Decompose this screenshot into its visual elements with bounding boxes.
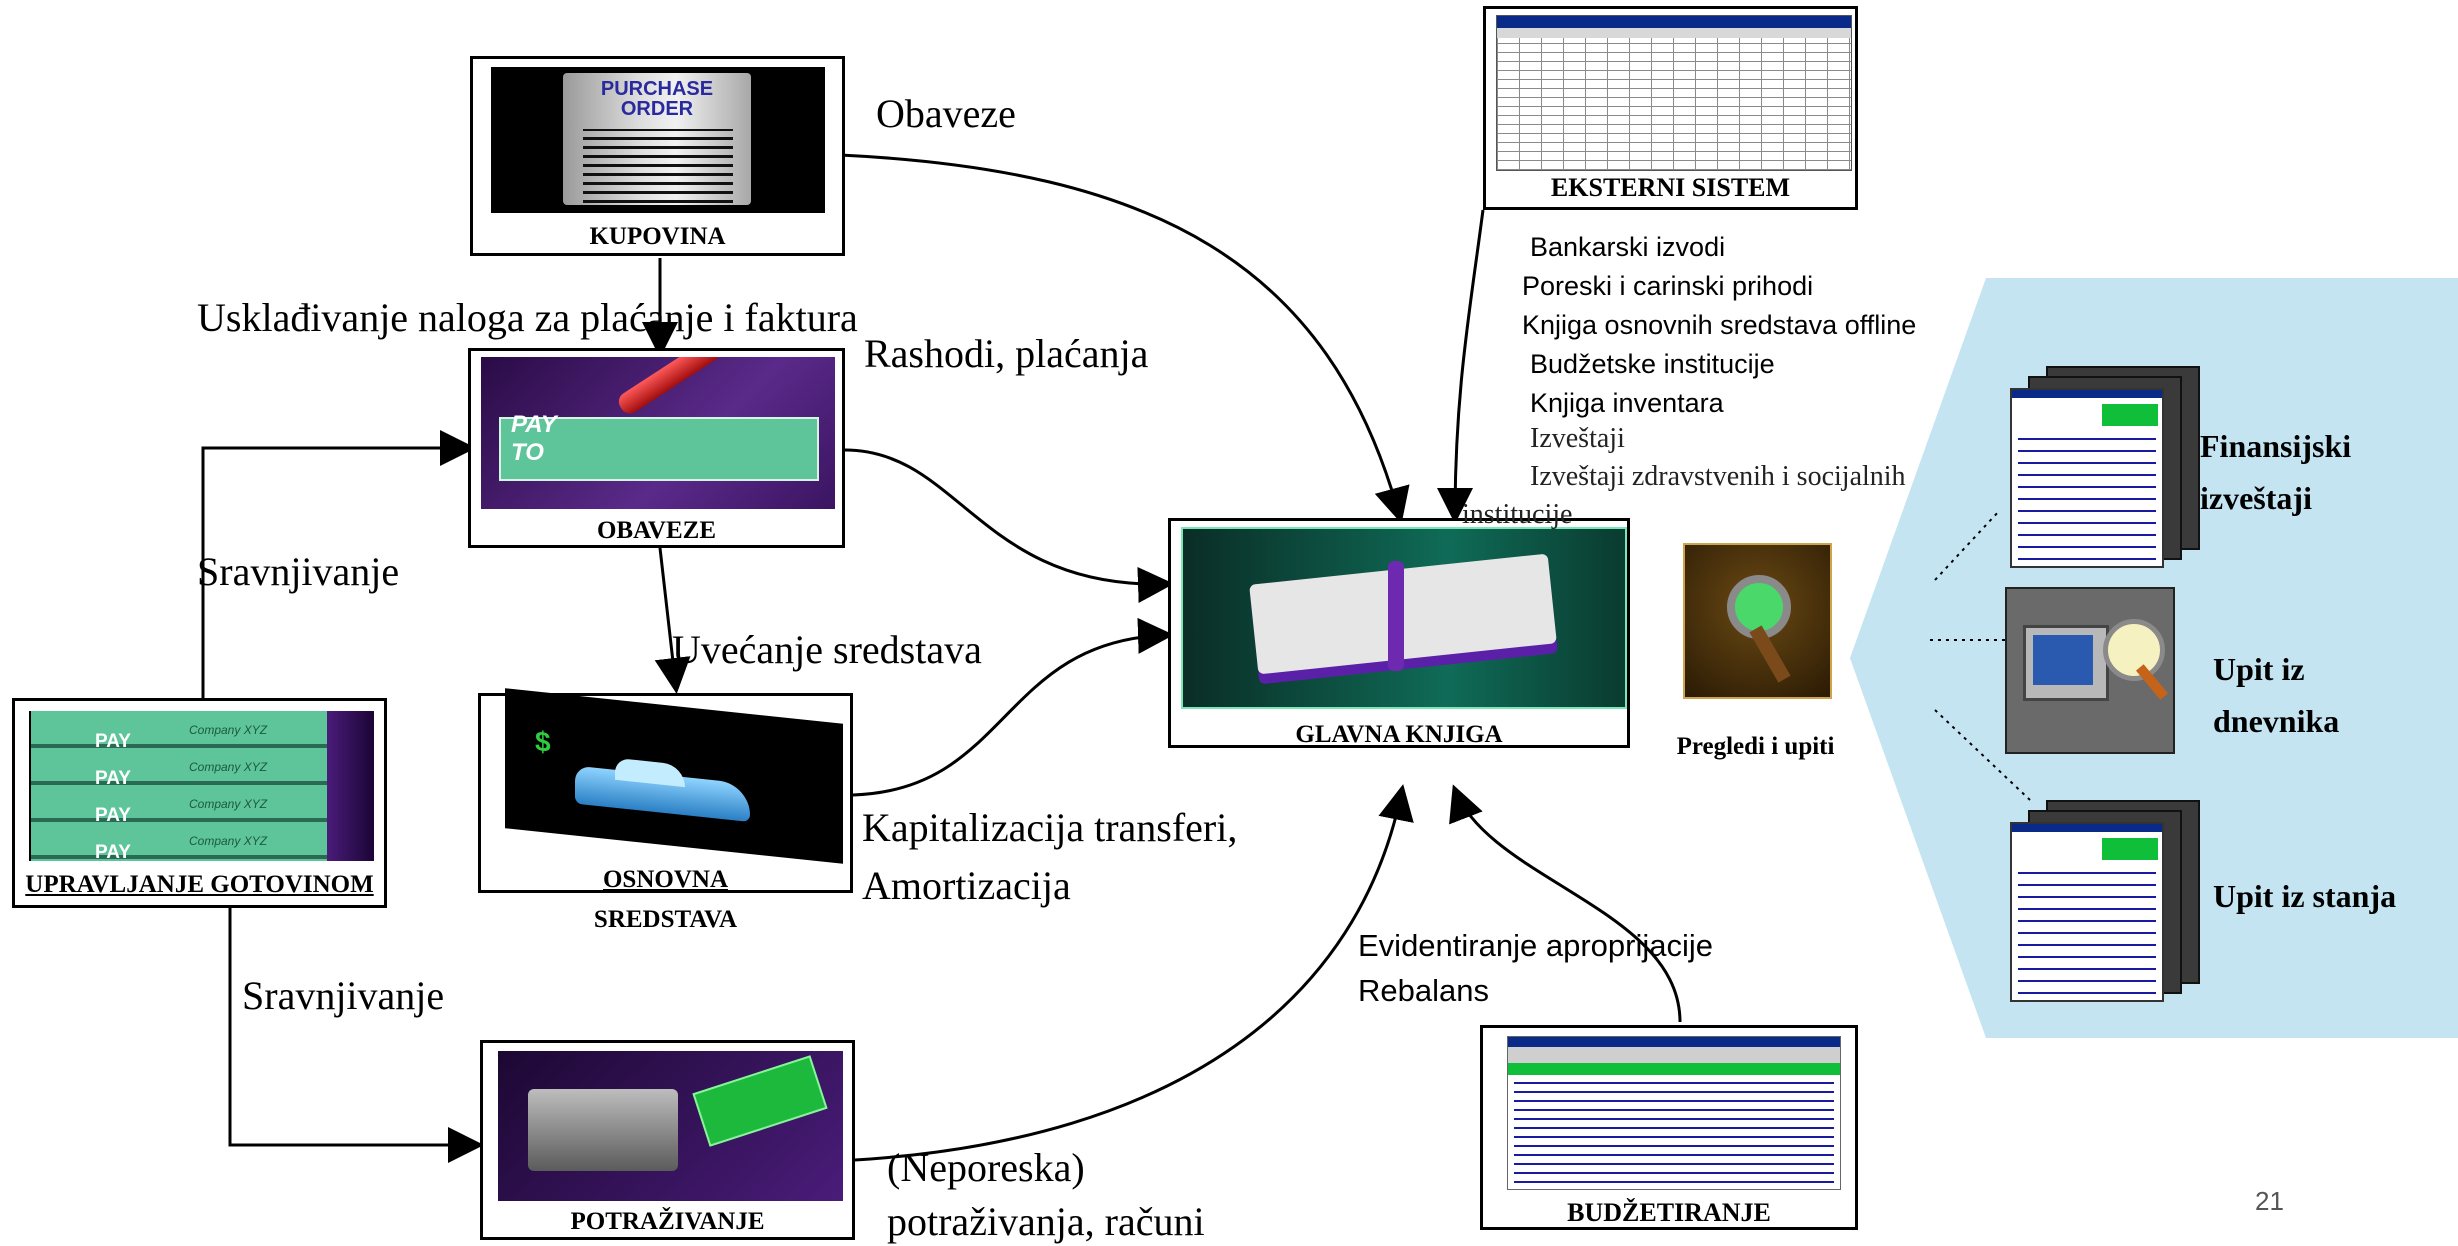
arrow-upravljanje-obaveze	[201, 430, 476, 698]
obaveze-box: PAY TO OBAVEZE	[468, 348, 845, 548]
arrow-kupovina-glavna	[839, 153, 1410, 524]
osnovna-caption-1: OSNOVNA	[602, 866, 728, 893]
label-sravnjivanje-1: Sravnjivanje	[197, 549, 400, 594]
external-item: Budžetske institucije	[1530, 349, 1775, 379]
obaveze-caption: OBAVEZE	[596, 517, 717, 544]
upravljanje-caption: UPRAVLJANJE GOTOVINOM	[25, 871, 374, 898]
label-evidentiranje: Evidentiranje aproprijacije	[1358, 928, 1713, 963]
label-finansijski: Finansijski izveštaji	[2200, 420, 2351, 524]
dotted-link-finansijski	[1934, 509, 2001, 581]
arrow-obaveze-glavna	[844, 448, 1174, 603]
pay-row-4: PAY	[95, 842, 131, 861]
company-row-2: Company XYZ	[189, 760, 268, 774]
external-item: Izveštaji zdravstvenih i socijalnih	[1530, 461, 1906, 492]
company-row-3: Company XYZ	[189, 797, 268, 811]
finansijski-line-1: Finansijski	[2200, 428, 2352, 464]
osnovna-box: $ OSNOVNA	[478, 688, 853, 893]
pen-icon	[615, 357, 787, 418]
kupovina-caption: KUPOVINA	[589, 223, 726, 250]
dotted-link-stanja	[1934, 709, 2031, 801]
arrow-obaveze-osnovna	[654, 547, 691, 694]
external-item: institucije	[1462, 499, 1573, 530]
spreadsheet-image	[1496, 15, 1852, 171]
label-rebalans: Rebalans	[1358, 973, 1489, 1008]
register-money-image	[498, 1051, 843, 1201]
money-icon	[692, 1055, 828, 1147]
balance-report-stack	[2008, 800, 2200, 1002]
budget-table-image	[1507, 1036, 1841, 1190]
external-item: Izveštaji	[1530, 423, 1625, 454]
external-item: Knjiga osnovnih sredstava offline	[1522, 310, 1917, 340]
page-number: 21	[2255, 1186, 2284, 1216]
dollar-icon: $	[535, 725, 551, 759]
magnifier-icon	[2103, 619, 2165, 681]
budzetiranje-box: BUDŽETIRANJE	[1480, 1025, 1858, 1230]
label-uvecanje: Uvećanje sredstava	[672, 627, 982, 672]
label-rashodi: Rashodi, plaćanja	[864, 331, 1149, 376]
magnifier-image	[1683, 543, 1832, 699]
osnovna-caption-2: SREDSTAVA	[593, 906, 738, 933]
potrazivanje-box: POTRAŽIVANJE	[480, 1040, 855, 1240]
financial-sheet	[2010, 388, 2164, 568]
upit-dnevnik-line-1: Upit iz	[2213, 651, 2305, 687]
label-neporeska-2: potraživanja, računi	[887, 1199, 1205, 1244]
arrow-upravljanje-potrazivanje	[228, 908, 484, 1163]
cash-register-icon	[528, 1089, 678, 1171]
external-item: Poreski i carinski prihodi	[1522, 271, 1814, 301]
pay-label: PAY	[511, 411, 557, 438]
arrow-potrazivanje-glavna	[854, 784, 1414, 1162]
arrow-osnovna-glavna	[852, 617, 1174, 797]
external-item: Knjiga inventara	[1530, 388, 1724, 418]
glavna-knjiga-box: GLAVNA KNJIGA	[1168, 518, 1630, 748]
budzetiranje-caption: BUDŽETIRANJE	[1567, 1198, 1771, 1227]
company-row-4: Company XYZ	[189, 834, 268, 848]
journal-query-image	[2005, 587, 2175, 754]
external-list: Bankarski izvodi Poreski i carinski prih…	[1522, 228, 1916, 423]
external-list-serif: Izveštaji Izveštaji zdravstvenih i socij…	[1462, 420, 1906, 534]
checks-image: PAY PAY PAY PAY Company XYZ Company XYZ …	[29, 711, 374, 861]
upit-dnevnik-line-2: dnevnika	[2213, 703, 2340, 739]
pay-row-3: PAY	[95, 805, 131, 826]
label-kapitalizacija-1: Kapitalizacija transferi,	[862, 805, 1238, 850]
car-image: $	[505, 688, 843, 864]
pregledi-label: Pregledi i upiti	[1676, 733, 1835, 760]
company-row-1: Company XYZ	[189, 723, 268, 737]
ledger-image	[1181, 527, 1627, 709]
label-uskladjivanje: Usklađivanje naloga za plaćanje i faktur…	[197, 295, 858, 340]
pay-row-1: PAY	[95, 731, 131, 752]
eksterni-caption: EKSTERNI SISTEM	[1550, 173, 1791, 202]
financial-report-stack	[2008, 366, 2200, 568]
pay-row-2: PAY	[95, 768, 131, 789]
label-kapitalizacija-2: Amortizacija	[862, 863, 1071, 908]
label-obaveze: Obaveze	[876, 91, 1016, 136]
arrow-eksterni-glavna	[1437, 209, 1485, 524]
label-neporeska-1: (Neporeska)	[887, 1145, 1085, 1190]
glavna-knjiga-caption: GLAVNA KNJIGA	[1295, 721, 1503, 748]
external-item: Bankarski izvodi	[1530, 232, 1726, 262]
finansijski-line-2: izveštaji	[2200, 480, 2312, 516]
eksterni-box: EKSTERNI SISTEM	[1483, 6, 1858, 210]
upravljanje-box: PAY PAY PAY PAY Company XYZ Company XYZ …	[12, 698, 387, 908]
to-label: TO	[511, 439, 544, 466]
arrow-budzetiranje-glavna	[1449, 784, 1682, 1023]
label-upit-stanja: Upit iz stanja	[2213, 878, 2397, 914]
pay-check-image: PAY TO	[481, 357, 835, 509]
balance-sheet	[2010, 822, 2164, 1002]
label-upit-dnevnik: Upit iz dnevnika	[2213, 643, 2339, 747]
potrazivanje-caption: POTRAŽIVANJE	[570, 1208, 765, 1235]
label-sravnjivanje-2: Sravnjivanje	[242, 973, 445, 1018]
